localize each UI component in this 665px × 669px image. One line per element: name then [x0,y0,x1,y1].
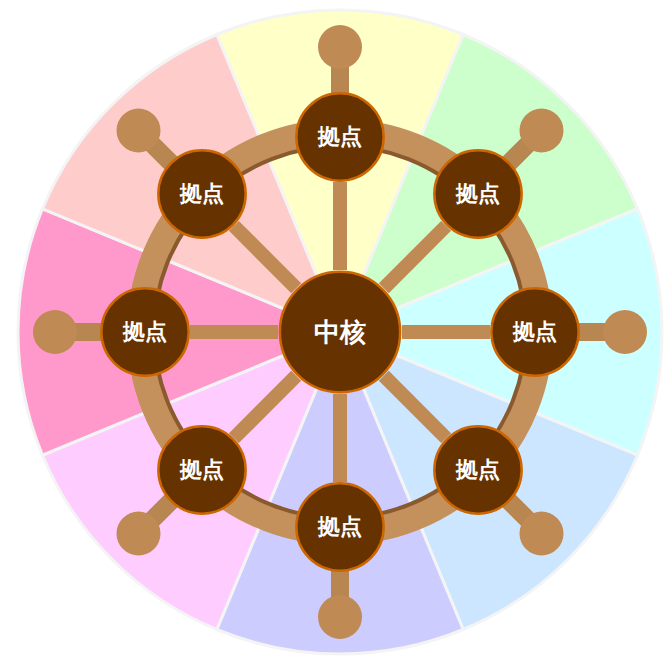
base-label: 拠点 [456,182,500,206]
base-circle: 拠点 [100,287,190,377]
base-circle: 拠点 [157,149,247,239]
base-label: 拠点 [180,182,224,206]
knob [117,512,161,556]
sector [43,35,341,333]
knob [33,310,77,354]
wheel-spoke [402,325,490,339]
wheel-spoke [333,394,347,482]
knob [318,595,362,639]
base-circle: 拠点 [433,149,523,239]
base-label: 拠点 [318,125,362,149]
knob [318,25,362,69]
wheel-rim [140,132,540,532]
base-label: 拠点 [180,458,224,482]
base-circle: 拠点 [157,425,247,515]
base-label: 拠点 [123,320,167,344]
knob [520,512,564,556]
knob [603,310,647,354]
wheel-rim-inner [154,146,526,518]
wheel-spoke [384,376,446,438]
base-circle: 拠点 [295,482,385,572]
base-label: 拠点 [318,515,362,539]
wheel-handles [55,47,625,617]
knob [520,109,564,153]
core-circle: 中核 [278,270,402,394]
base-label: 拠点 [456,458,500,482]
wheel-spoke [234,226,296,288]
wheel-spoke [190,325,278,339]
wheel-spoke [333,182,347,270]
knob [117,109,161,153]
base-circle: 拠点 [295,92,385,182]
core-label: 中核 [314,318,366,347]
base-label: 拠点 [513,320,557,344]
base-circle: 拠点 [490,287,580,377]
base-circle: 拠点 [433,425,523,515]
wheel-spoke [234,376,296,438]
handle-knobs [33,25,647,639]
wheel-spoke [384,226,446,288]
